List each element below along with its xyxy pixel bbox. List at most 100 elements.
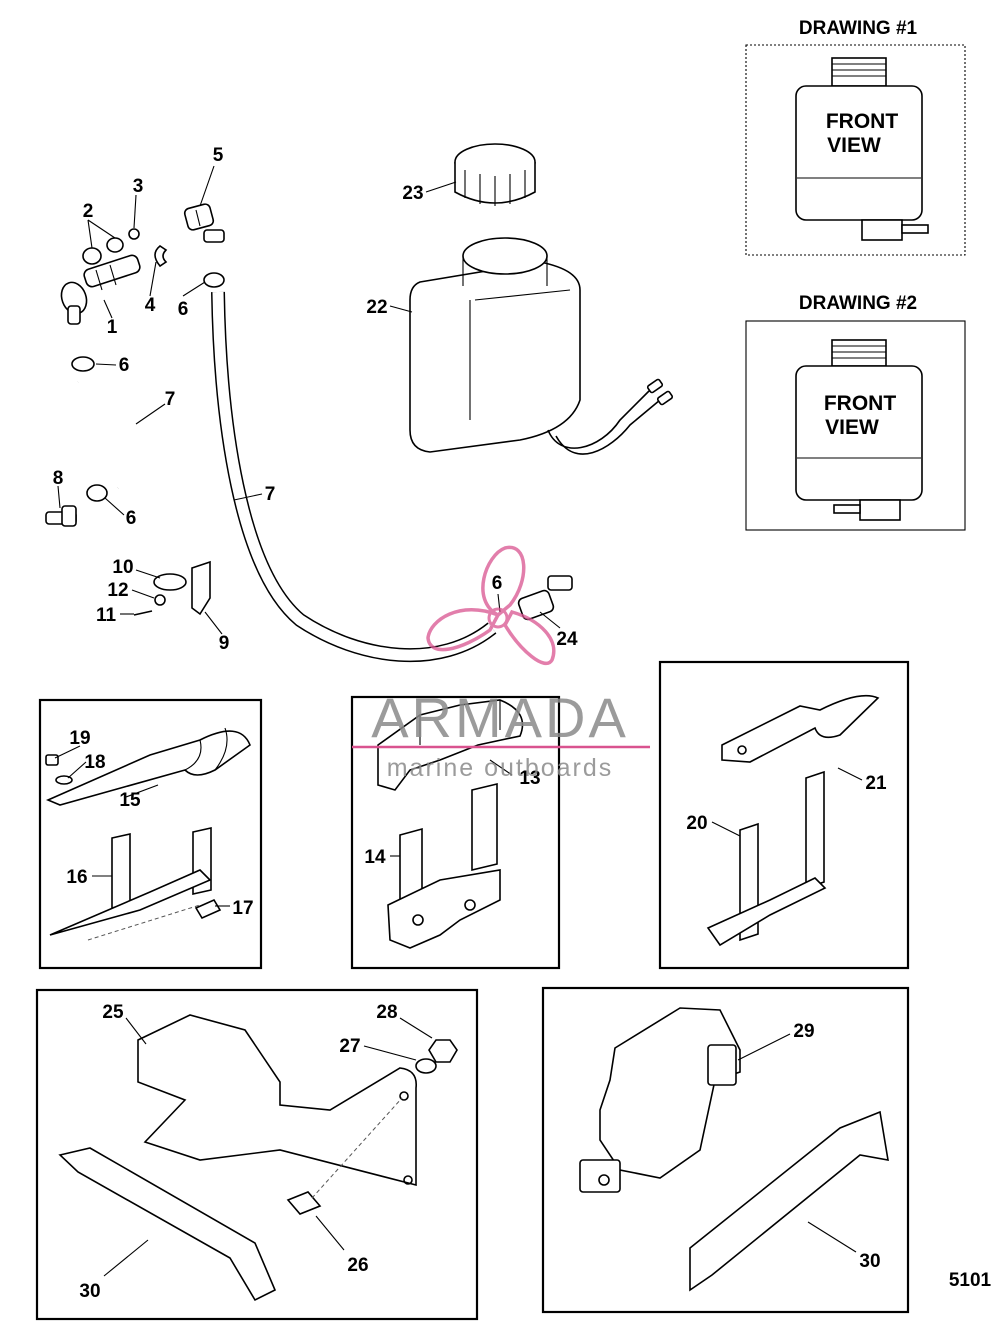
callout-22: 22 bbox=[366, 297, 387, 318]
callout-20: 20 bbox=[686, 813, 707, 834]
callout-3: 3 bbox=[133, 176, 144, 197]
panel-29-30-parts bbox=[579, 1007, 889, 1292]
callout-6: 6 bbox=[119, 355, 130, 376]
part-16-bracket-upright bbox=[111, 833, 131, 909]
part-6-clamp bbox=[71, 356, 95, 372]
fitting-assembly bbox=[45, 203, 573, 663]
watermark: ARMADA marine outboards bbox=[352, 545, 650, 782]
callout-labels: 1 2 3 4 5 6 6 6 6 7 7 8 9 10 11 12 13 14… bbox=[53, 145, 887, 1302]
part-7-short-hose-outline bbox=[76, 381, 156, 489]
drawing-1-tank: FRONT VIEW bbox=[795, 57, 929, 241]
drawing-1-label-view: VIEW bbox=[827, 134, 881, 157]
panel-bracket-20-21 bbox=[658, 660, 910, 970]
callout-30: 30 bbox=[79, 1281, 100, 1302]
callout-6: 6 bbox=[178, 299, 189, 320]
callout-4: 4 bbox=[145, 295, 156, 316]
callout-29: 29 bbox=[793, 1021, 814, 1042]
callout-21: 21 bbox=[865, 773, 887, 794]
panel-bracket-25-30 bbox=[35, 988, 479, 1321]
part-4-clip bbox=[154, 245, 168, 268]
callout-7: 7 bbox=[265, 484, 276, 505]
part-11-screw bbox=[133, 610, 153, 616]
drawing-2-label-view: VIEW bbox=[825, 416, 879, 439]
panel-25-30-parts bbox=[58, 1014, 458, 1302]
part-2-orings bbox=[82, 237, 124, 265]
callout-10: 10 bbox=[112, 557, 133, 578]
part-20-bracket-base bbox=[706, 877, 827, 947]
callout-15: 15 bbox=[119, 790, 141, 811]
part-6-clamp bbox=[86, 484, 108, 502]
part-3-oring bbox=[128, 228, 140, 240]
callout-16: 16 bbox=[66, 867, 87, 888]
watermark-tagline: marine outboards bbox=[387, 754, 614, 782]
part-30-strap bbox=[689, 1110, 889, 1292]
callout-1: 1 bbox=[107, 317, 118, 338]
part-1-fitting bbox=[60, 254, 141, 325]
part-17-spring bbox=[194, 898, 222, 920]
part-25-bracket bbox=[137, 1014, 417, 1187]
part-6-clamp bbox=[203, 272, 225, 288]
oil-tank-assembly bbox=[409, 143, 674, 455]
watermark-propeller-logo bbox=[426, 545, 556, 666]
callout-24: 24 bbox=[556, 629, 578, 650]
part-14-bracket-base bbox=[387, 869, 501, 949]
callout-2: 2 bbox=[83, 201, 94, 222]
part-10-clamp bbox=[153, 573, 187, 591]
callout-25: 25 bbox=[102, 1002, 124, 1023]
callout-5: 5 bbox=[213, 145, 224, 166]
callout-6: 6 bbox=[492, 573, 503, 594]
drawing-2-frame bbox=[745, 320, 966, 531]
drawing-2-panel: DRAWING #2 FRONT VIEW bbox=[745, 293, 966, 531]
callout-9: 9 bbox=[219, 633, 230, 654]
part-8-fitting bbox=[45, 505, 77, 527]
panel-20-21-parts bbox=[706, 694, 880, 947]
part-5-elbow bbox=[183, 203, 225, 243]
panel-bracket-13-14 bbox=[350, 695, 561, 970]
callout-13: 13 bbox=[519, 768, 540, 789]
part-26-bolt bbox=[286, 1191, 322, 1215]
part-30-strap bbox=[58, 1147, 277, 1302]
drawing-2-label-front: FRONT bbox=[824, 392, 896, 415]
part-29-bracket bbox=[599, 1007, 741, 1179]
callout-30: 30 bbox=[859, 1251, 880, 1272]
part-20-bracket-right bbox=[805, 770, 825, 890]
part-24-fitting bbox=[517, 575, 573, 621]
callout-27: 27 bbox=[339, 1036, 360, 1057]
part-21-bracket bbox=[721, 694, 880, 763]
part-12-washer bbox=[154, 594, 166, 606]
part-9-bracket bbox=[191, 560, 211, 616]
callout-26: 26 bbox=[347, 1255, 368, 1276]
part-14-bracket-right bbox=[471, 782, 498, 872]
part-22-tank bbox=[409, 237, 674, 455]
callout-8: 8 bbox=[53, 468, 64, 489]
watermark-brand: ARMADA bbox=[371, 686, 629, 749]
drawing-1-label-front: FRONT bbox=[826, 110, 898, 133]
drawing-1-frame bbox=[745, 44, 966, 256]
drawing-1-title: DRAWING #1 bbox=[799, 18, 918, 39]
figure-number: 5101 bbox=[949, 1270, 992, 1291]
drawing-2-tank: FRONT VIEW bbox=[795, 339, 923, 521]
callout-6: 6 bbox=[126, 508, 137, 529]
panel-15-19-parts bbox=[45, 727, 251, 941]
callout-23: 23 bbox=[402, 183, 423, 204]
callout-11: 11 bbox=[96, 605, 117, 626]
callout-7: 7 bbox=[165, 389, 176, 410]
panel-bracket-29-30 bbox=[541, 986, 910, 1314]
part-27-washer bbox=[415, 1058, 437, 1074]
callout-18: 18 bbox=[84, 752, 105, 773]
leader-lines bbox=[54, 165, 863, 1277]
part-16-bracket-base bbox=[49, 869, 212, 936]
callout-28: 28 bbox=[376, 1002, 397, 1023]
panel-13-14-parts bbox=[377, 699, 524, 949]
part-19-nut bbox=[45, 754, 59, 766]
callout-12: 12 bbox=[107, 580, 128, 601]
drawing-1-panel: DRAWING #1 FRONT VIEW bbox=[745, 18, 966, 256]
callout-14: 14 bbox=[364, 847, 386, 868]
part-28-nut bbox=[428, 1039, 458, 1063]
part-23-cap bbox=[454, 143, 536, 206]
callout-17: 17 bbox=[232, 898, 253, 919]
panel-bracket-15-19 bbox=[38, 698, 263, 970]
part-15-bracket bbox=[45, 730, 251, 806]
callout-19: 19 bbox=[69, 728, 90, 749]
